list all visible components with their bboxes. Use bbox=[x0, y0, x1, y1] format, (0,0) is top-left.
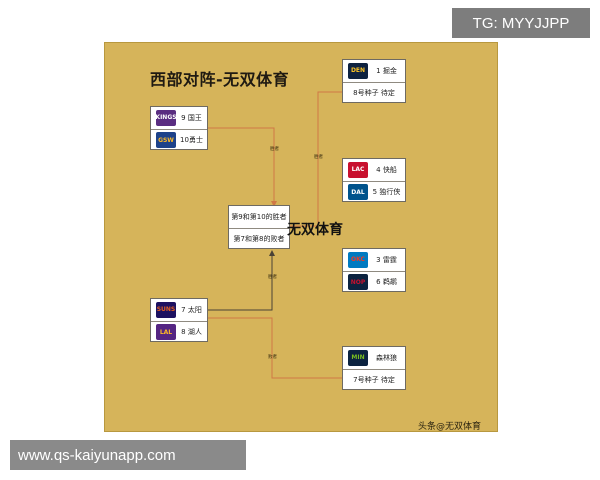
team-row-nuggets: DEN 1 掘金 bbox=[343, 60, 405, 81]
team-row-clippers: LAC 4 快船 bbox=[343, 159, 405, 180]
warriors-logo-icon: GSW bbox=[156, 132, 176, 148]
tg-overlay-badge: TG: MYYJJPP bbox=[452, 8, 590, 38]
team-label: 5 独行侠 bbox=[372, 188, 401, 196]
timberwolves-logo-icon: MIN bbox=[348, 349, 368, 366]
team-label: 森林狼 bbox=[376, 353, 397, 362]
suns-logo-icon: SUNS bbox=[156, 301, 176, 318]
team-label: 8 湖人 bbox=[181, 328, 202, 336]
team-label: 4 快船 bbox=[376, 165, 397, 174]
matchup-4-5: LAC 4 快船 DAL 5 独行侠 bbox=[342, 158, 406, 202]
connector-to-seed7 bbox=[208, 317, 342, 379]
matchup-7-8: SUNS 7 太阳 LAL 8 湖人 bbox=[150, 298, 208, 342]
team-row-timberwolves: MIN 森林狼 bbox=[343, 347, 405, 368]
seed7-label: 7号种子 待定 bbox=[353, 376, 395, 384]
edge-label-winner-1: 胜者 bbox=[270, 145, 279, 152]
arrow-head bbox=[269, 250, 275, 256]
center-bottom-label: 第7和第8的败者 bbox=[233, 235, 285, 243]
bracket-title: 西部对阵-无双体育 bbox=[150, 70, 290, 89]
team-label: 10勇士 bbox=[180, 136, 203, 144]
center-top-row: 第9和第10的胜者 bbox=[229, 206, 289, 227]
team-row-warriors: GSW 10勇士 bbox=[151, 129, 207, 150]
connector-play-in-7-8 bbox=[208, 252, 273, 311]
seed7-row: 7号种子 待定 bbox=[343, 369, 405, 390]
corner-watermark: 头条@无双体育 bbox=[418, 422, 482, 432]
team-label: 3 雷霆 bbox=[376, 255, 397, 264]
team-label: 1 掘金 bbox=[376, 66, 397, 75]
mavericks-logo-icon: DAL bbox=[348, 184, 368, 200]
team-row-pelicans: NOP 6 鹈鹕 bbox=[343, 271, 405, 292]
team-row-suns: SUNS 7 太阳 bbox=[151, 299, 207, 320]
connector-to-seed8 bbox=[290, 91, 342, 227]
kings-logo-icon: KINGS bbox=[155, 109, 177, 126]
lakers-logo-icon: LAL bbox=[156, 324, 176, 340]
clippers-logo-icon: LAC bbox=[348, 161, 368, 178]
team-row-lakers: LAL 8 湖人 bbox=[151, 321, 207, 342]
team-label: 9 国王 bbox=[181, 113, 202, 122]
team-row-thunder: OKC 3 雷霆 bbox=[343, 249, 405, 270]
matchup-9-10: KINGS 9 国王 GSW 10勇士 bbox=[150, 106, 208, 150]
thunder-logo-icon: OKC bbox=[348, 251, 368, 268]
team-row-mavericks: DAL 5 独行侠 bbox=[343, 181, 405, 202]
center-top-label: 第9和第10的胜者 bbox=[231, 212, 287, 221]
pelicans-logo-icon: NOP bbox=[348, 274, 368, 290]
url-overlay-banner[interactable]: www.qs-kaiyunapp.com bbox=[10, 440, 246, 470]
arrow-head bbox=[271, 201, 277, 207]
center-watermark: 无双体育 bbox=[287, 222, 343, 238]
edge-label-winner-3: 胜者 bbox=[268, 273, 277, 280]
edge-label-winner-2: 胜者 bbox=[314, 153, 323, 160]
seed8-row: 8号种子 待定 bbox=[343, 82, 405, 103]
team-label: 6 鹈鹕 bbox=[376, 278, 397, 286]
team-label: 7 太阳 bbox=[181, 305, 202, 314]
center-matchup: 第9和第10的胜者 第7和第8的败者 bbox=[228, 205, 290, 249]
matchup-2-7: MIN 森林狼 7号种子 待定 bbox=[342, 346, 406, 390]
center-bottom-row: 第7和第8的败者 bbox=[229, 228, 289, 249]
connector-play-in-9-10 bbox=[208, 127, 275, 205]
seed8-label: 8号种子 待定 bbox=[353, 89, 395, 97]
nuggets-logo-icon: DEN bbox=[348, 62, 368, 79]
matchup-3-6: OKC 3 雷霆 NOP 6 鹈鹕 bbox=[342, 248, 406, 292]
matchup-1-8: DEN 1 掘金 8号种子 待定 bbox=[342, 59, 406, 103]
team-row-kings: KINGS 9 国王 bbox=[151, 107, 207, 128]
edge-label-loser: 败者 bbox=[268, 353, 277, 360]
